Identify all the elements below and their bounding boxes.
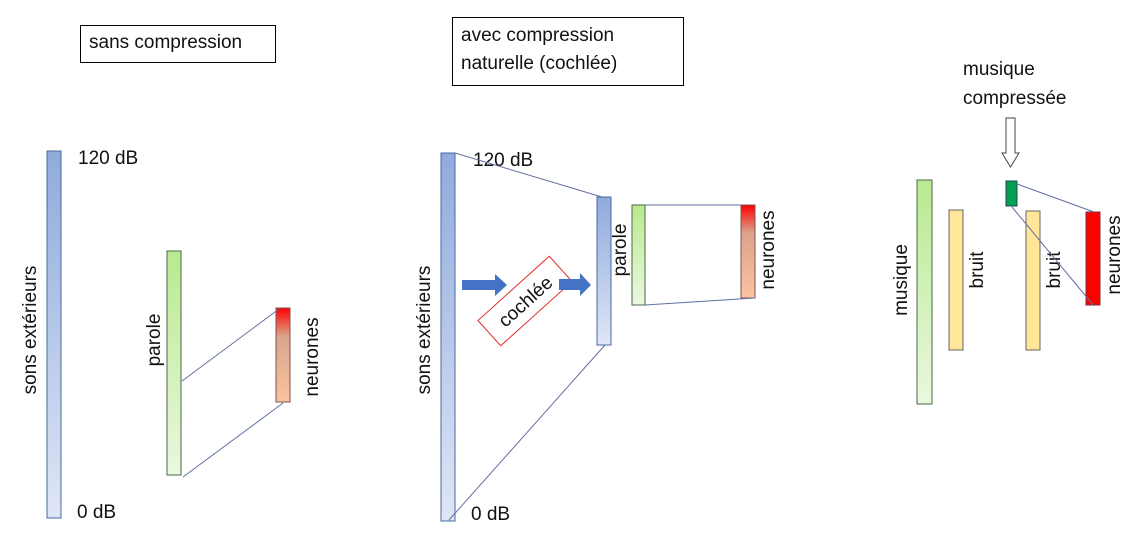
neurones-label: neurones bbox=[758, 210, 779, 289]
neurones-bar bbox=[740, 204, 756, 299]
mapping-line bbox=[454, 152, 603, 198]
mapping-line bbox=[448, 344, 606, 521]
mapping-line bbox=[181, 308, 280, 382]
parole-label: parole bbox=[610, 224, 631, 277]
sons-label: sons extérieurs bbox=[414, 266, 435, 395]
level-0db: 0 dB bbox=[471, 504, 510, 525]
parole-bar bbox=[631, 204, 646, 306]
panel-musique-compressee: musique compressée musique bruit bruit n… bbox=[891, 59, 1125, 405]
musique-label: musique bbox=[891, 244, 912, 316]
musique-bar bbox=[916, 179, 933, 405]
parole-label: parole bbox=[144, 314, 165, 367]
compressed-bar bbox=[596, 196, 612, 346]
bruit-label: bruit bbox=[967, 251, 988, 289]
title-line1: avec compression bbox=[461, 25, 615, 46]
arrow-right-icon bbox=[559, 273, 591, 296]
arrow-right-icon bbox=[462, 274, 507, 296]
panel-sans-compression: 120 dB 0 dB sons extérieurs parole neuro… bbox=[20, 148, 323, 523]
mapping-line bbox=[1011, 206, 1095, 307]
mapping-line bbox=[182, 402, 284, 478]
bruit-bar bbox=[1025, 210, 1041, 351]
title-line1: musique bbox=[963, 59, 1035, 80]
title-line2: compressée bbox=[963, 88, 1067, 109]
bruit-bar bbox=[948, 209, 964, 351]
level-120db: 120 dB bbox=[78, 148, 138, 169]
sons-label: sons extérieurs bbox=[20, 266, 41, 395]
neurones-label: neurones bbox=[302, 317, 323, 396]
neurones-label: neurones bbox=[1104, 215, 1125, 294]
compressed-music-box bbox=[1005, 180, 1018, 207]
neurones-bar bbox=[275, 307, 291, 403]
cochlee-box: cochlée bbox=[477, 255, 573, 347]
avec-compression-title: avec compression naturelle (cochlée) bbox=[452, 17, 684, 86]
level-120db: 120 dB bbox=[473, 150, 533, 171]
parole-bar bbox=[166, 250, 182, 476]
sans-compression-title: sans compression bbox=[80, 25, 276, 63]
panel-avec-compression: 120 dB 0 dB sons extérieurs cochlée paro… bbox=[414, 150, 779, 525]
sons-bar bbox=[46, 150, 62, 519]
mapping-line bbox=[1016, 183, 1095, 213]
arrow-down-icon bbox=[1001, 117, 1020, 168]
sons-bar bbox=[440, 152, 456, 522]
neurones-bar bbox=[1085, 211, 1101, 306]
level-0db: 0 dB bbox=[77, 502, 116, 523]
bruit-label: bruit bbox=[1044, 251, 1065, 289]
mapping-line bbox=[644, 297, 756, 306]
title-line2: naturelle (cochlée) bbox=[461, 53, 618, 74]
